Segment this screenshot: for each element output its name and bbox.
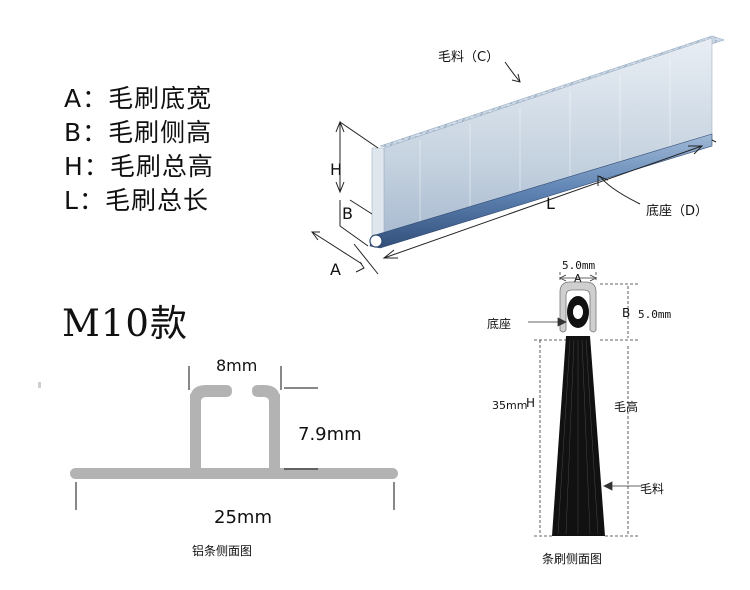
legend-line-l: L：毛刷总长 <box>64 186 209 216</box>
label-a: A <box>330 260 341 279</box>
legend-sep: ： <box>82 84 109 113</box>
legend-sep: ： <box>82 118 109 147</box>
side-height-label: 毛高 <box>614 400 639 414</box>
side-bristles <box>552 336 605 536</box>
b-dimension <box>339 199 373 247</box>
side-b-value: 5.0mm <box>638 308 672 321</box>
side-base-label: 底座 <box>487 317 512 331</box>
label-l: L <box>546 194 555 213</box>
side-bristle-label: 毛料 <box>640 482 665 496</box>
legend-letter: B <box>64 118 83 147</box>
label-h: H <box>330 160 343 179</box>
aluminum-gap-label: 8mm <box>216 356 258 375</box>
aluminum-dimensions <box>75 366 395 510</box>
label-b: B <box>342 204 353 223</box>
legend-line-b: B：毛刷侧高 <box>64 118 212 148</box>
legend-sep: ： <box>83 152 110 181</box>
a-dimension <box>311 231 379 275</box>
legend-line-a: A：毛刷底宽 <box>64 84 212 114</box>
model-title: M10款 <box>62 302 188 345</box>
side-dimensions <box>534 272 640 537</box>
legend-text: 毛刷侧高 <box>108 118 213 147</box>
side-base-hole <box>573 305 583 319</box>
aluminum-profile-shape <box>70 385 398 479</box>
side-label-a: A <box>574 272 582 285</box>
legend-sep: ： <box>78 186 105 215</box>
legend-line-h: H：毛刷总高 <box>64 152 214 182</box>
side-leader-arrows <box>528 317 642 491</box>
legend-letter: H <box>64 152 84 181</box>
side-base-holder <box>559 281 597 333</box>
side-label-b: B <box>622 306 631 320</box>
aluminum-caption: 铝条侧面图 <box>192 544 253 558</box>
bristle-streaks <box>419 58 671 228</box>
aluminum-height-label: 7.9mm <box>298 424 362 445</box>
aluminum-width-label: 25mm <box>214 507 272 528</box>
legend-letter: L <box>64 186 79 215</box>
base-label-d: 底座（D） <box>646 204 709 219</box>
leader-arrows <box>504 61 641 205</box>
h-dimension <box>335 120 379 194</box>
base-end-hole <box>369 234 383 248</box>
bristle-end-face <box>371 147 385 237</box>
l-dimension <box>382 139 717 259</box>
bristle-label-c: 毛料（C） <box>438 50 500 65</box>
edge-tick <box>38 382 41 388</box>
legend-text: 毛刷总长 <box>104 186 209 215</box>
side-h-value: 35mm <box>492 399 528 412</box>
legend-letter: A <box>64 84 83 113</box>
side-label-h: H <box>526 396 536 410</box>
legend-text: 毛刷底宽 <box>108 84 213 113</box>
side-top-width-label: 5.0mm <box>562 259 596 272</box>
side-bristle-strands <box>557 339 599 535</box>
legend-text: 毛刷总高 <box>109 152 214 181</box>
side-caption: 条刷侧面图 <box>542 552 603 566</box>
